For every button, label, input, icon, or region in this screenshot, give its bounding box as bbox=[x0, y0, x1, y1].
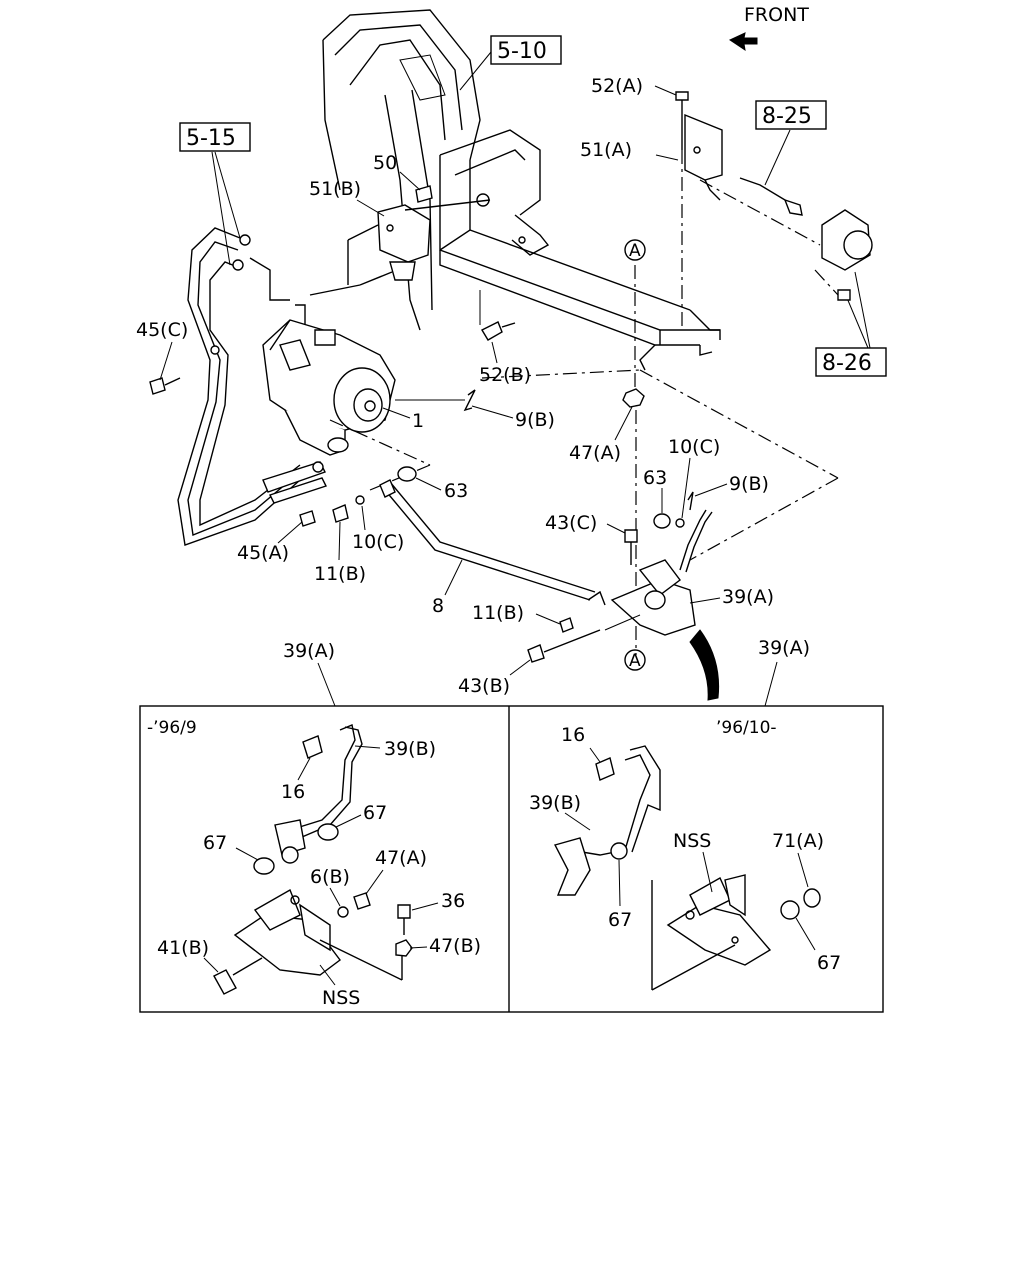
nut-47a-inset-icon bbox=[353, 892, 371, 910]
inset-left-panel: -’96/9 39(B) 16 67 67 47(A) bbox=[147, 718, 481, 1009]
callout-52b: 52(B) bbox=[479, 364, 531, 386]
ref-box-8-26-label: 8-26 bbox=[822, 351, 872, 376]
marker-a-top-label: A bbox=[629, 241, 641, 261]
bushing-63-right-icon bbox=[653, 513, 671, 529]
marker-a-bottom bbox=[624, 649, 646, 671]
callout-63-right: 63 bbox=[643, 467, 667, 489]
callout-10c-left: 10(C) bbox=[352, 531, 404, 553]
callout-52a: 52(A) bbox=[591, 75, 643, 97]
bolt-45c-icon bbox=[149, 377, 166, 395]
inset-left-callout-67-left: 67 bbox=[203, 832, 227, 854]
clip-9b-right-icon bbox=[687, 491, 694, 511]
front-arrow-icon bbox=[728, 32, 758, 52]
heater-valve-assembly bbox=[262, 304, 396, 456]
lever-bracket-39a bbox=[604, 509, 713, 636]
inset-right-callout-67-mid: 67 bbox=[608, 909, 632, 931]
inset-left-callout-41b: 41(B) bbox=[157, 937, 209, 959]
inset-left-callout-47b: 47(B) bbox=[429, 935, 481, 957]
callout-1: 1 bbox=[412, 410, 424, 432]
washer-6b-icon bbox=[337, 906, 349, 918]
nut-47a-icon bbox=[622, 388, 645, 408]
bushing-16-left-icon bbox=[302, 735, 323, 759]
switch-bracket-assembly bbox=[655, 91, 873, 330]
ref-box-8-25-label: 8-25 bbox=[762, 104, 812, 129]
pin-41b-icon bbox=[213, 969, 237, 995]
callout-11b-mid: 11(B) bbox=[472, 602, 524, 624]
bushing-67-right-inset-icon bbox=[780, 900, 800, 920]
inset-right-callout-67-right: 67 bbox=[817, 952, 841, 974]
ref-box-5-15-label: 5-15 bbox=[186, 126, 236, 151]
bushing-63-left-icon bbox=[397, 466, 417, 482]
inset-left-date: -’96/9 bbox=[147, 718, 197, 738]
callout-8: 8 bbox=[432, 595, 444, 617]
bushing-16-right-icon bbox=[595, 757, 615, 781]
inset-right-callout-71a: 71(A) bbox=[772, 830, 824, 852]
ref-box-5-10-label: 5-10 bbox=[497, 39, 547, 64]
bolt-43c-icon bbox=[624, 529, 638, 543]
inset-right-nss: NSS bbox=[673, 830, 711, 852]
callout-63-left: 63 bbox=[444, 480, 468, 502]
clip-9b-left-icon bbox=[463, 389, 476, 412]
ref-box-5-15 bbox=[179, 122, 251, 152]
callout-45a: 45(A) bbox=[237, 542, 289, 564]
inset-right-date: ’96/10- bbox=[716, 718, 777, 738]
pin-11b-left-icon bbox=[332, 504, 349, 523]
callout-47a-top: 47(A) bbox=[569, 442, 621, 464]
ref-box-8-25 bbox=[755, 100, 827, 130]
callout-45c: 45(C) bbox=[136, 319, 188, 341]
callout-43b: 43(B) bbox=[458, 675, 510, 697]
washer-71a-icon bbox=[803, 888, 821, 908]
heater-pipes bbox=[177, 227, 327, 546]
bolt-36-icon bbox=[397, 904, 411, 919]
callout-39a-inset-right: 39(A) bbox=[758, 637, 810, 659]
ref-box-8-26 bbox=[815, 347, 887, 377]
ref-box-5-10 bbox=[490, 35, 562, 65]
control-rod bbox=[379, 479, 606, 606]
callout-39a-main: 39(A) bbox=[722, 586, 774, 608]
callout-51a: 51(A) bbox=[580, 139, 632, 161]
inset-left-callout-67-right: 67 bbox=[363, 802, 387, 824]
bolt-45a-icon bbox=[299, 510, 316, 527]
detail-inset-frame bbox=[139, 705, 884, 1013]
bushing-67-left-left-icon bbox=[253, 857, 275, 875]
washer-10c-left-icon bbox=[355, 495, 365, 505]
inset-left-callout-36: 36 bbox=[441, 890, 465, 912]
callout-9b-left: 9(B) bbox=[515, 409, 555, 431]
callout-43c: 43(C) bbox=[545, 512, 597, 534]
callout-39a-inset-left: 39(A) bbox=[283, 640, 335, 662]
detail-arrow-icon bbox=[689, 629, 720, 701]
inset-right-callout-16: 16 bbox=[561, 724, 585, 746]
inset-left-callout-39b: 39(B) bbox=[384, 738, 436, 760]
marker-a-bottom-label: A bbox=[629, 651, 641, 671]
inset-left-callout-16: 16 bbox=[281, 781, 305, 803]
inset-left-callout-47a: 47(A) bbox=[375, 847, 427, 869]
bushing-67-mid-icon bbox=[610, 842, 628, 860]
bushing-67-right-left-icon bbox=[317, 823, 339, 841]
bolt-52b-icon bbox=[481, 321, 503, 341]
callout-50: 50 bbox=[373, 152, 397, 174]
washer-10c-right-icon bbox=[675, 518, 685, 528]
callout-10c-right: 10(C) bbox=[668, 436, 720, 458]
valve-bracket bbox=[309, 185, 491, 296]
bolt-43b-icon bbox=[527, 644, 545, 663]
inset-right-callout-39b: 39(B) bbox=[529, 792, 581, 814]
callout-11b-left: 11(B) bbox=[314, 563, 366, 585]
inset-left-nss: NSS bbox=[322, 987, 360, 1009]
front-label: FRONT bbox=[744, 4, 809, 26]
marker-a-top bbox=[624, 239, 646, 261]
pin-11b-mid-icon bbox=[559, 617, 574, 633]
inset-left-callout-6b: 6(B) bbox=[310, 866, 350, 888]
nut-47b-icon bbox=[395, 939, 413, 957]
inset-right-panel: ’96/10- 16 39(B) NSS 71(A) 67 67 bbox=[529, 718, 841, 991]
callout-51b: 51(B) bbox=[309, 178, 361, 200]
callout-9b-right: 9(B) bbox=[729, 473, 769, 495]
